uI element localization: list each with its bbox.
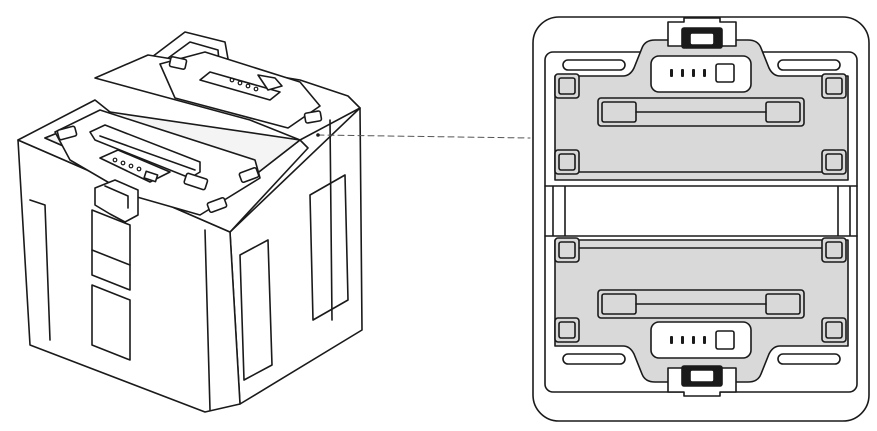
right-panel-2 (309, 174, 349, 321)
top-view-case (532, 16, 870, 422)
front-recess-upper (91, 209, 131, 291)
top-battery-led-panel (650, 55, 752, 93)
isometric-case (17, 31, 363, 413)
back-battery-leds (229, 77, 259, 92)
middle-divider (544, 185, 858, 237)
top-battery-leds (670, 69, 706, 77)
front-recess-lower (91, 284, 131, 361)
back-latch (257, 74, 283, 91)
bottom-battery-leds (670, 336, 706, 344)
front-battery-leds (112, 157, 142, 172)
front-latch (94, 179, 139, 223)
leader-line (317, 134, 531, 139)
right-panel-1 (239, 239, 273, 381)
bottom-battery-led-panel (650, 321, 752, 359)
